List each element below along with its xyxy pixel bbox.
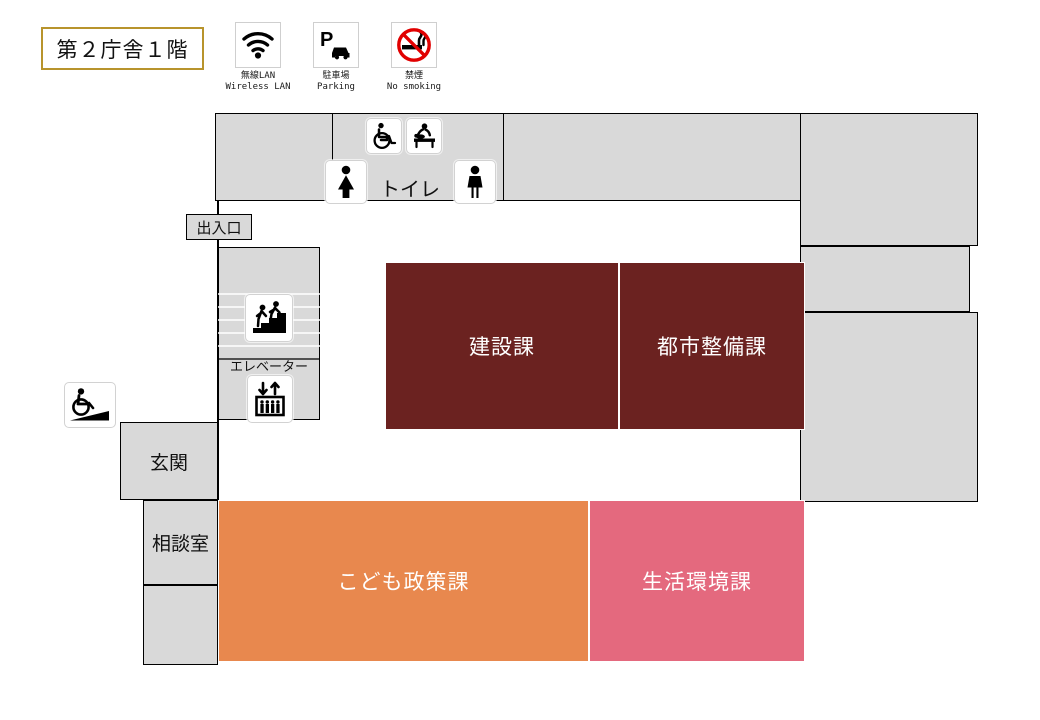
baby-changing-icon [406, 118, 442, 154]
wheelchair-accessible-icon [366, 118, 402, 154]
parking-icon: P [313, 22, 359, 68]
legend: 無線LAN Wireless LAN P 駐車場 Parking [225, 22, 444, 93]
legend-caption-en: Parking [317, 82, 355, 92]
legend-item-no-smoking: 禁煙 No smoking [384, 22, 444, 93]
corridor-wall-left [217, 201, 219, 501]
womens-restroom-icon [325, 160, 367, 204]
toilet-label: トイレ [380, 178, 440, 201]
wifi-icon [235, 22, 281, 68]
page-title: 第２庁舎１階 [41, 27, 204, 70]
wheelchair-ramp-icon [64, 382, 116, 428]
room-genkan[interactable]: 玄関 [120, 422, 218, 500]
room-seikatsukankyo[interactable]: 生活環境課 [589, 500, 805, 662]
room-kensetsuka[interactable]: 建設課 [385, 262, 619, 430]
room-kodomoseisaku[interactable]: こども政策課 [218, 500, 589, 662]
entrance-exit-badge[interactable]: 出入口 [186, 214, 252, 240]
room-toshiseibika[interactable]: 都市整備課 [619, 262, 805, 430]
legend-caption-ja: 禁煙 [404, 71, 423, 81]
legend-caption-en: Wireless LAN [225, 82, 291, 92]
room-top-left[interactable] [215, 113, 333, 201]
legend-caption-ja: 無線LAN [240, 71, 276, 81]
room-top-right[interactable] [503, 113, 805, 201]
elevator-label: エレベーター [229, 358, 308, 374]
legend-item-wireless-lan: 無線LAN Wireless LAN [225, 22, 291, 93]
room-soudanshitsu[interactable]: 相談室 [143, 500, 218, 585]
mens-restroom-icon [454, 160, 496, 204]
stairs-icon [245, 294, 293, 342]
legend-caption-ja: 駐車場 [322, 71, 350, 81]
no-smoking-icon [391, 22, 437, 68]
legend-caption-en: No smoking [386, 82, 442, 92]
legend-item-parking: P 駐車場 Parking [306, 22, 366, 93]
svg-text:P: P [320, 29, 333, 51]
room-right-lower[interactable] [800, 312, 978, 502]
room-right-middle[interactable] [800, 246, 970, 312]
room-bottom-left[interactable] [143, 585, 218, 665]
elevator-icon [247, 375, 293, 423]
room-right-upper[interactable] [800, 113, 978, 246]
